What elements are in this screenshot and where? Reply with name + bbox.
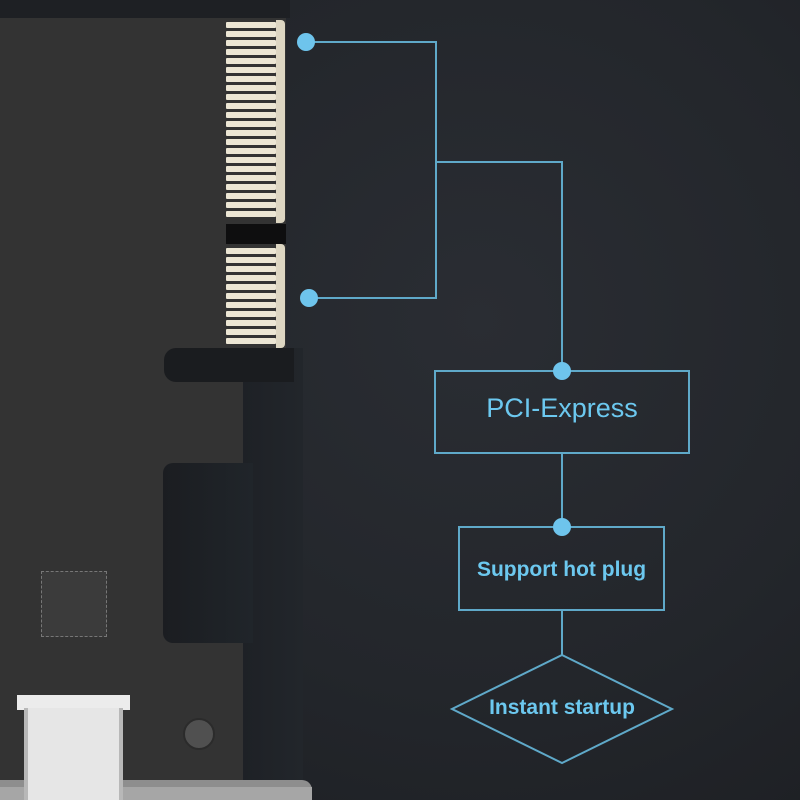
pin-edge-bottom	[276, 244, 285, 348]
connector-cap	[17, 695, 130, 710]
connector-dot-bottom	[300, 289, 318, 307]
pin-group-bottom	[226, 248, 276, 346]
node-support-hot-plug: Support hot plug	[476, 558, 647, 581]
node-pci-express: PCI-Express	[486, 393, 638, 423]
connector-dot-top	[297, 33, 315, 51]
background-shadow	[0, 0, 290, 18]
screw-icon	[183, 718, 215, 750]
pin-edge-top	[276, 20, 285, 223]
board-cutout	[163, 463, 253, 643]
board-notch	[164, 348, 294, 382]
board-tab	[164, 382, 243, 463]
board-edge-background	[243, 348, 303, 800]
connector-dot-hotplug	[553, 518, 571, 536]
connector-dot-pci	[553, 362, 571, 380]
chip-icon	[41, 571, 107, 637]
key-notch	[226, 224, 286, 244]
pin-group-top	[226, 22, 276, 222]
node-instant-startup: Instant startup	[489, 696, 635, 719]
connector-port	[24, 708, 123, 800]
